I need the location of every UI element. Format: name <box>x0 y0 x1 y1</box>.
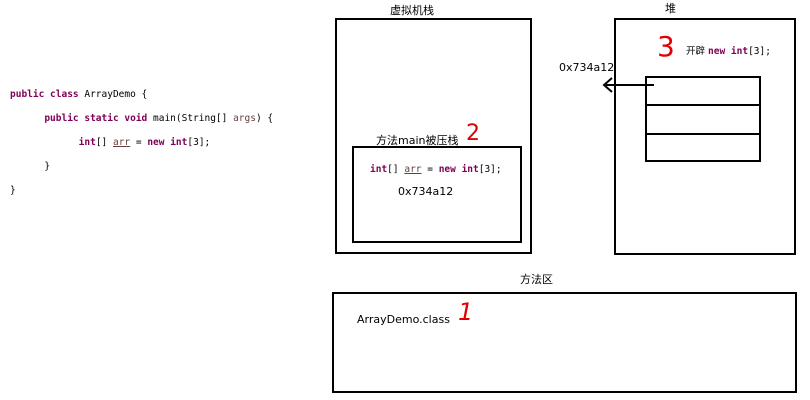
code-line-2: public static void main(String[] args) { <box>44 113 274 124</box>
code-line-4: } <box>44 161 51 172</box>
heap-address: 0x734a12 <box>559 61 615 74</box>
frame-code: int[] arr = new int[3]; <box>370 164 502 175</box>
heap-open-label: 开辟 new int[3]; <box>686 46 771 57</box>
code-line-5: } <box>10 185 16 196</box>
stack-title: 虚拟机栈 <box>390 4 434 17</box>
step-3-number: 3 <box>657 30 675 62</box>
code-line-1: public class ArrayDemo { <box>10 89 148 100</box>
code-line-3: int[] arr = new int[3]; <box>78 137 211 148</box>
array-cell-divider-1 <box>645 104 761 106</box>
method-area-box <box>332 292 797 393</box>
frame-title: 方法main被压栈 <box>376 134 459 147</box>
heap-box <box>614 18 796 255</box>
step-2-mark: 2 <box>466 121 480 146</box>
step-2-number: 2 <box>466 121 480 146</box>
arrow-head <box>602 77 613 93</box>
step-3-mark: 3 <box>657 30 675 62</box>
array-cell-divider-2 <box>645 133 761 135</box>
step-1-number: 1 <box>458 298 472 326</box>
method-area-title: 方法区 <box>520 273 553 286</box>
address-arrow <box>602 77 654 93</box>
stack-box <box>335 18 532 254</box>
main-stack-frame <box>352 146 522 243</box>
source-code: public class ArrayDemo { public static v… <box>10 77 273 209</box>
frame-address: 0x734a12 <box>398 185 454 198</box>
heap-title: 堆 <box>665 2 676 15</box>
step-1-mark: 1 <box>458 298 472 326</box>
class-name: ArrayDemo.class <box>357 313 450 326</box>
array-box <box>645 76 761 162</box>
